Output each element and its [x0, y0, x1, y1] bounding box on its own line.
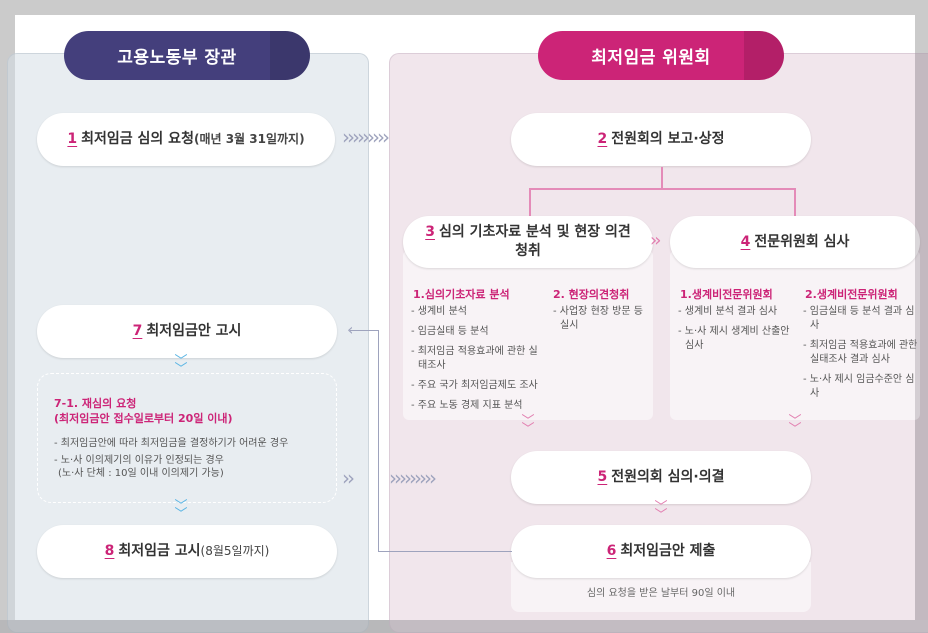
connector-line — [661, 167, 663, 189]
step-8-deadline: (8월5일까지) — [200, 544, 270, 559]
moel-header: 고용노동부 장관 — [64, 31, 310, 80]
connector-line — [529, 188, 531, 216]
list-item: - 최저임금 적용효과에 관한 실태조사 — [411, 346, 538, 371]
step-1-label: 최저임금 심의 요청 — [81, 131, 194, 148]
step-7-1-title: 7-1. 재심의 요청 (최저임금안 접수일로부터 20일 이내) — [54, 396, 233, 426]
step-7-1-title-line-2: (최저임금안 접수일로부터 20일 이내) — [54, 412, 233, 425]
chevron-down-icon: ﹀﹀ — [174, 499, 188, 522]
chevron-down-icon: ﹀﹀ — [788, 414, 802, 437]
step-2-label: 전원회의 보고·상정 — [611, 131, 725, 148]
step-1-deadline: (매년 3월 31일까지) — [193, 132, 305, 147]
mwc-header-label: 최저임금 위원회 — [591, 48, 711, 68]
overlay-shade — [915, 53, 928, 620]
step-4-number: 4 — [740, 233, 751, 250]
chevron-down-icon: ﹀﹀ — [521, 414, 535, 437]
step-4-col-2-title: 2.생계비전문위원회 — [805, 288, 898, 301]
list-item: - 주요 노동 경제 지표 분석 — [411, 400, 523, 411]
return-line — [378, 330, 379, 552]
list-item: - 생계비 분석 결과 심사 — [678, 306, 778, 317]
step-4-detail-box — [670, 250, 920, 420]
list-item: - 노·사 이의제기의 이유가 인정되는 경우 — [54, 455, 224, 466]
step-8-number: 8 — [104, 543, 115, 560]
step-8-node: 8 최저임금 고시 (8월5일까지) — [37, 525, 337, 578]
step-2-node: 2 전원회의 보고·상정 — [511, 113, 811, 166]
step-4-label: 전문위원회 심사 — [754, 233, 850, 250]
return-line — [350, 330, 379, 331]
step-6-number: 6 — [606, 543, 617, 560]
step-5-number: 5 — [597, 469, 608, 486]
chevron-right-icon: ›› — [342, 466, 355, 490]
step-3-col-2-list: - 사업장 현장 방문 등 실시 — [553, 305, 643, 339]
connector-line — [529, 188, 795, 190]
step-8-label: 최저임금 고시 — [118, 543, 201, 560]
step-1-node: 1 최저임금 심의 요청 (매년 3월 31일까지) — [37, 113, 335, 166]
step-3-label: 심의 기초자료 분석 및 현장 의견 청취 — [438, 224, 631, 259]
step-3-col-1-list: - 생계비 분석 - 임금실태 등 분석 - 최저임금 적용효과에 관한 실태조… — [411, 305, 541, 419]
step-4-col-2-list: - 임금실태 등 분석 결과 심사 - 최저임금 적용효과에 관한실태조사 결과… — [803, 305, 918, 407]
step-1-number: 1 — [67, 131, 78, 148]
chevron-right-icon: ›› — [650, 230, 662, 251]
step-3-number: 3 — [425, 224, 435, 241]
step-6-note: 심의 요청을 받은 날부터 90일 이내 — [586, 588, 736, 599]
list-item: - 생계비 분석 — [411, 306, 467, 317]
step-7-1-box — [37, 373, 337, 503]
list-item: - 노·사 제시 임금수준안 심사 — [803, 374, 915, 399]
list-item: - 임금실태 등 분석 — [411, 326, 489, 337]
step-3-col-2-title: 2. 현장의견청취 — [553, 288, 630, 301]
step-2-number: 2 — [597, 131, 608, 148]
chevron-down-icon: ﹀﹀ — [174, 354, 188, 377]
step-7-label: 최저임금안 고시 — [146, 323, 242, 340]
step-5-node: 5 전원의회 심의·의결 — [511, 451, 811, 504]
list-item: - 최저임금안에 따라 최저임금을 결정하기가 어려운 경우 — [54, 438, 289, 449]
chevron-down-icon: ﹀﹀ — [654, 500, 668, 523]
return-line — [378, 551, 512, 552]
list-item: - 임금실태 등 분석 결과 심사 — [803, 306, 915, 331]
mwc-header: 최저임금 위원회 — [538, 31, 784, 80]
overlay-shade — [0, 620, 928, 633]
moel-header-label: 고용노동부 장관 — [117, 48, 237, 68]
step-7-number: 7 — [132, 323, 143, 340]
arrow-left-icon: ‹ — [347, 320, 354, 339]
step-7-1-title-line-1: 7-1. 재심의 요청 — [54, 397, 137, 410]
list-item: - 사업장 현장 방문 등 실시 — [553, 306, 643, 331]
step-7-1-list: - 최저임금안에 따라 최저임금을 결정하기가 어려운 경우 - 노·사 이의제… — [54, 437, 288, 484]
chevron-right-icon: ››››››››› — [389, 466, 437, 490]
step-4-node: 4 전문위원회 심사 — [670, 216, 920, 268]
step-6-node: 6 최저임금안 제출 — [511, 525, 811, 578]
step-6-label: 최저임금안 제출 — [620, 543, 716, 560]
list-item: - 주요 국가 최저임금제도 조사 — [411, 380, 538, 391]
step-3-detail-box — [403, 250, 653, 420]
list-item: - 최저임금 적용효과에 관한실태조사 결과 심사 — [803, 340, 918, 365]
list-item: (노·사 단체 : 10일 이내 이의제기 가능) — [58, 468, 224, 479]
list-item: - 노·사 제시 생계비 산출안 심사 — [678, 326, 790, 351]
connector-line — [794, 188, 796, 216]
step-5-label: 전원의회 심의·의결 — [611, 469, 725, 486]
step-4-col-1-title: 1.생계비전문위원회 — [680, 288, 773, 301]
chevron-right-icon: ››››››››› — [342, 125, 390, 149]
step-4-col-1-list: - 생계비 분석 결과 심사 - 노·사 제시 생계비 산출안 심사 — [678, 305, 793, 359]
step-7-node: 7 최저임금안 고시 — [37, 305, 337, 358]
step-3-col-1-title: 1.심의기초자료 분석 — [413, 288, 510, 301]
